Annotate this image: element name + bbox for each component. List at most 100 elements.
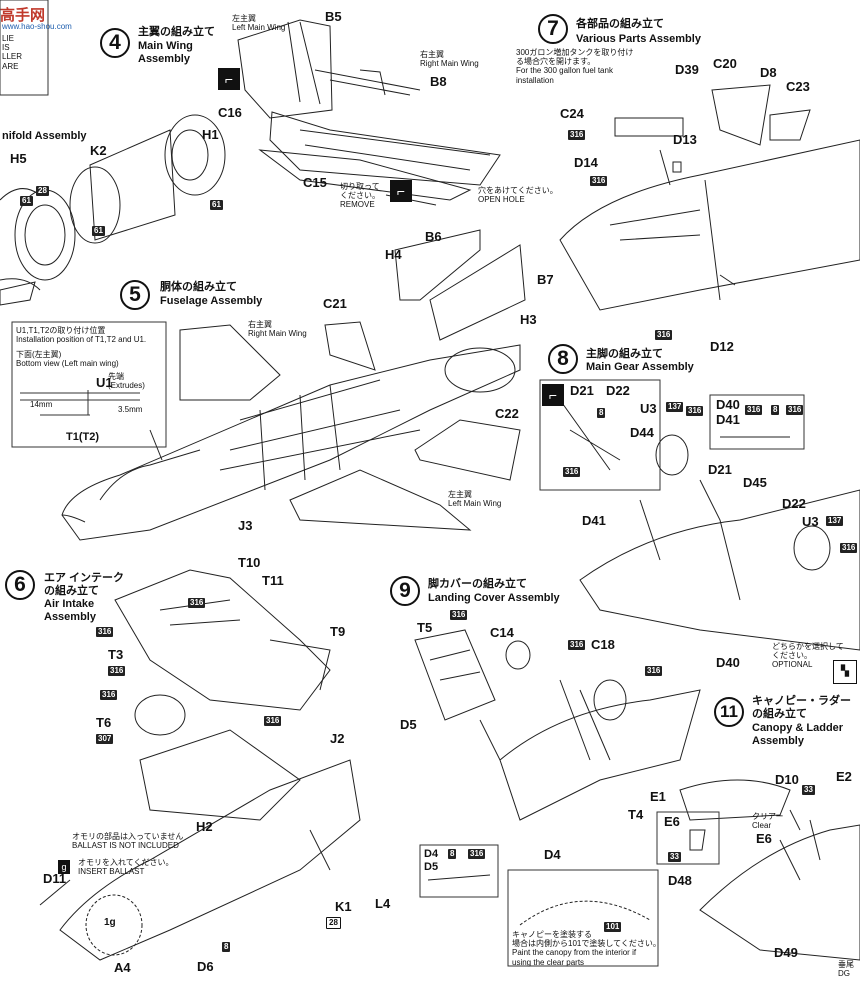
paint-code: 316 [450, 610, 468, 620]
step-4-number: 4 [100, 28, 130, 58]
part-H3: H3 [520, 312, 537, 327]
main-wing-parts [237, 19, 501, 206]
part-T3: T3 [108, 647, 124, 662]
part-D22: D22 [782, 496, 806, 511]
part-T6: T6 [96, 715, 112, 730]
note-optional: どちらかを選択して ください。 OPTIONAL [772, 642, 844, 670]
step-6-title-en: Air Intake Assembly [44, 598, 96, 624]
paint-code: 61 [92, 226, 105, 236]
paint-code: 316 [686, 406, 704, 416]
part-D49: D49 [774, 945, 798, 960]
part-D11: D11 [43, 871, 67, 886]
part-E6-inset: E6 [664, 814, 680, 829]
step-7-title-jp: 各部品の組み立て [576, 18, 664, 30]
part-J3: J3 [238, 518, 253, 533]
part-A4: A4 [114, 960, 131, 975]
fuselage-assembly [61, 229, 526, 541]
corner-text: LIE IS LLER ARE [2, 34, 23, 71]
exhaust-parts [0, 114, 226, 306]
part-D4-inset: D4 [424, 848, 439, 860]
part-C24: C24 [560, 106, 584, 121]
part-D45: D45 [743, 475, 767, 490]
part-D21: D21 [708, 462, 732, 477]
paint-code: 101 [604, 922, 622, 932]
step-9-title-jp: 脚カバーの組み立て [428, 578, 527, 590]
paint-code: 316 [108, 666, 126, 676]
step-4-title-jp: 主翼の組み立て [138, 26, 215, 38]
paint-code: 316 [645, 666, 663, 676]
ballast-weight: 1g [104, 917, 116, 928]
watermark-logo: 高手网 [0, 7, 46, 24]
paint-code: 8 [448, 849, 457, 859]
note-insert-ballast: オモリを入れてください。 INSERT BALLAST [78, 858, 174, 877]
step-9-number: 9 [390, 576, 420, 606]
part-E6: E6 [756, 831, 772, 846]
paint-code: 137 [826, 516, 844, 526]
paint-code: 316 [96, 627, 114, 637]
part-D6: D6 [197, 959, 214, 974]
part-K2: K2 [90, 143, 107, 158]
note-left-main-wing-mid: 左主翼 Left Main Wing [448, 490, 502, 509]
part-B7: B7 [537, 272, 554, 287]
part-D41-inset: D41 [716, 412, 740, 427]
optional-icon: ▚ [833, 660, 857, 684]
landing-cover-assembly [414, 629, 701, 967]
paint-code: 33 [668, 852, 681, 862]
step-6-number: 6 [5, 570, 35, 600]
paint-code: 316 [264, 716, 282, 726]
paint-code: 8 [597, 408, 606, 418]
part-D41: D41 [582, 513, 606, 528]
paint-code: 316 [468, 849, 486, 859]
part-B6: B6 [425, 229, 442, 244]
knife-tool-icon: ⌐ [390, 180, 412, 202]
part-T11: T11 [262, 573, 284, 588]
canopy-ladder-assembly [656, 779, 860, 961]
part-T4: T4 [628, 807, 644, 822]
note-open-hole: 穴をあけてください。 OPEN HOLE [478, 186, 558, 205]
part-D40: D40 [716, 655, 740, 670]
corner-bottom: 垂尾 DG [838, 960, 854, 979]
part-H5: H5 [10, 151, 27, 166]
note-dim-35: 3.5mm [118, 405, 143, 414]
part-D5: D5 [400, 717, 417, 732]
note-remove: 切り取って ください。 REMOVE [340, 182, 380, 210]
part-C21: C21 [323, 296, 347, 311]
part-E2: E2 [836, 769, 852, 784]
note-canopy-paint: キャノピーを塗装する 場合は内側から101で塗装してください。 Paint th… [512, 930, 661, 967]
paint-code: 316 [568, 640, 586, 650]
ballast-icon: g [58, 860, 70, 874]
step-7-number: 7 [538, 14, 568, 44]
step-8-title-jp: 主脚の組み立て [586, 348, 663, 360]
part-D12: D12 [710, 339, 734, 354]
paint-code: 316 [568, 130, 586, 140]
part-B5: B5 [325, 9, 342, 24]
part-U3-a: U3 [640, 401, 657, 416]
paint-code: 316 [786, 405, 804, 415]
part-T9: T9 [330, 624, 346, 639]
part-D4: D4 [544, 847, 561, 862]
part-D14: D14 [574, 155, 598, 170]
paint-code: 61 [20, 196, 33, 206]
part-C14: C14 [490, 625, 514, 640]
note-fuel-tank: 300ガロン増加タンクを取り付け る場合穴を開けます。 For the 300 … [516, 48, 634, 85]
part-D8: D8 [760, 65, 777, 80]
part-C16: C16 [218, 105, 242, 120]
part-C15: C15 [303, 175, 327, 190]
part-C18: C18 [591, 637, 615, 652]
paint-code: 137 [666, 402, 684, 412]
paint-code: 316 [840, 543, 858, 553]
part-H4: H4 [385, 247, 402, 262]
part-C23: C23 [786, 79, 810, 94]
paint-code: 8 [771, 405, 780, 415]
part-T10: T10 [238, 555, 261, 570]
step-11-number: 11 [714, 697, 744, 727]
part-D39: D39 [675, 62, 699, 77]
step-8-number: 8 [548, 344, 578, 374]
step-8-title-en: Main Gear Assembly [586, 361, 694, 373]
note-ballast-not-included: オモリの部品は入っていません BALLAST IS NOT INCLUDED [72, 832, 184, 851]
various-parts-assembly [559, 84, 860, 311]
step-6-title-jp: エア インテーク の組み立て [44, 572, 125, 598]
step-9-title-en: Landing Cover Assembly [428, 592, 560, 604]
part-C20: C20 [713, 56, 737, 71]
